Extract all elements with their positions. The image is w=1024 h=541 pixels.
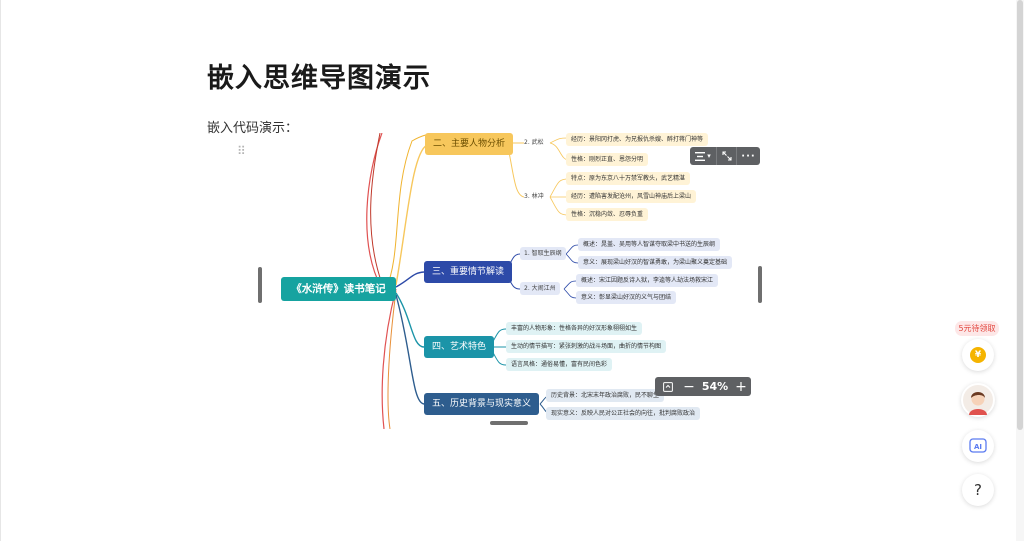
mindmap-branch-history[interactable]: 五、历史背景与现实意义 bbox=[424, 393, 540, 415]
zoom-out-button[interactable]: − bbox=[683, 378, 695, 395]
promo-badge[interactable]: 5元待领取 bbox=[955, 321, 999, 336]
fit-screen-icon bbox=[663, 381, 673, 392]
mindmap-leaf[interactable]: 经历：景阳冈打虎、为兄报仇杀嫂、醉打蒋门神等 bbox=[566, 133, 709, 146]
zoom-level: 54% bbox=[701, 380, 729, 393]
mindmap-leaf[interactable]: 现实意义：反映人民对公正社会的向往，批判腐败政治 bbox=[546, 407, 701, 420]
mindmap-leaf[interactable]: 概述：晁盖、吴用等人智谋夺取梁中书送的生辰纲 bbox=[578, 238, 721, 251]
fit-screen-button[interactable] bbox=[655, 377, 681, 396]
mindmap-leaf[interactable]: 意义：展现梁山好汉的智谋勇敢，为梁山聚义奠定基础 bbox=[578, 256, 733, 269]
more-button[interactable]: ··· bbox=[736, 147, 760, 165]
mindmap-branch-characters[interactable]: 二、主要人物分析 bbox=[425, 133, 514, 155]
mindmap-topic-plot-1[interactable]: 1. 智取生辰纲 bbox=[520, 247, 566, 260]
resize-handle-right[interactable] bbox=[758, 266, 762, 303]
mindmap-leaf[interactable]: 意义：彰显梁山好汉的义气与团结 bbox=[576, 291, 677, 304]
svg-text:AI: AI bbox=[974, 443, 982, 451]
mindmap-leaf[interactable]: 历史背景：北宋末年政治腐败，民不聊生 bbox=[546, 389, 665, 402]
embed-toolbar: ▾ ··· bbox=[690, 147, 760, 165]
resize-handle-bottom[interactable] bbox=[490, 421, 528, 425]
expand-icon bbox=[721, 151, 732, 161]
coin-icon: ¥ bbox=[970, 347, 986, 363]
mindmap-root-node[interactable]: 《水浒传》读书笔记 bbox=[281, 277, 396, 301]
coupon-button[interactable]: ¥ bbox=[962, 339, 994, 371]
help-button[interactable]: ? bbox=[962, 474, 994, 506]
mindmap-leaf[interactable]: 性格：沉稳内敛、忍辱负重 bbox=[566, 208, 649, 221]
scrollbar[interactable] bbox=[1016, 0, 1024, 541]
mindmap-topic-linchong[interactable]: 3. 林冲 bbox=[524, 193, 544, 200]
drag-handle-icon[interactable]: ⠿ bbox=[237, 144, 247, 158]
mindmap-leaf[interactable]: 特点：原为东京八十万禁军教头，武艺精湛 bbox=[566, 172, 691, 185]
mindmap-leaf[interactable]: 生动的情节描写：紧张刺激的战斗场面，曲折的情节构图 bbox=[506, 340, 667, 353]
zoom-controls: − 54% + bbox=[655, 377, 751, 396]
mindmap-leaf[interactable]: 丰富的人物形象：性格各异的好汉形象栩栩如生 bbox=[506, 322, 643, 335]
avatar bbox=[963, 385, 993, 415]
align-icon bbox=[695, 151, 706, 161]
resize-handle-left[interactable] bbox=[258, 267, 262, 303]
mindmap-topic-wusong[interactable]: 2. 武松 bbox=[524, 139, 544, 146]
mindmap-topic-plot-2[interactable]: 2. 大闹江州 bbox=[520, 282, 560, 295]
mindmap-leaf[interactable]: 性格：刚烈正直、恩怨分明 bbox=[566, 153, 649, 166]
mindmap-branch-art[interactable]: 四、艺术特色 bbox=[424, 336, 495, 358]
assistant-avatar-button[interactable] bbox=[961, 383, 995, 417]
mindmap-embed[interactable]: 《水浒传》读书笔记 二、主要人物分析 2. 武松 经历：景阳冈打虎、为兄报仇杀嫂… bbox=[262, 133, 760, 429]
mindmap-leaf[interactable]: 概述：宋江因题反诗入狱，李逵等人劫法场救宋江 bbox=[576, 274, 719, 287]
chevron-down-icon: ▾ bbox=[707, 152, 711, 160]
mindmap-branch-plots[interactable]: 三、重要情节解读 bbox=[424, 261, 513, 283]
expand-button[interactable] bbox=[716, 147, 736, 165]
mindmap-leaf[interactable]: 经历：遭陷害发配沧州，风雪山神庙后上梁山 bbox=[566, 190, 697, 203]
ai-icon: AI bbox=[969, 438, 987, 453]
zoom-in-button[interactable]: + bbox=[735, 378, 747, 395]
left-border bbox=[0, 0, 1, 541]
ai-assistant-button[interactable]: AI bbox=[962, 430, 994, 462]
align-button[interactable]: ▾ bbox=[690, 147, 716, 165]
page-title: 嵌入思维导图演示 bbox=[207, 63, 431, 94]
scrollbar-thumb[interactable] bbox=[1017, 0, 1023, 430]
embed-code-caption: 嵌入代码演示： bbox=[207, 121, 299, 136]
mindmap-leaf[interactable]: 语言风格：通俗易懂，富有民间色彩 bbox=[506, 358, 613, 371]
